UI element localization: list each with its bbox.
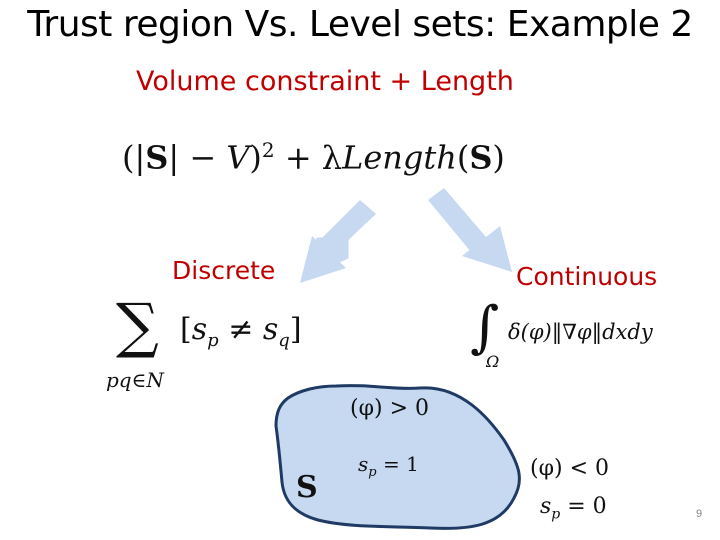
arrow-to-discrete-body	[318, 200, 376, 255]
formula-close: )	[249, 138, 262, 177]
page-number: 9	[696, 508, 703, 520]
inside-value: = 1	[376, 452, 419, 476]
discrete-sum-symbol: ∑	[116, 291, 159, 361]
inside-sp-label: sp = 1	[358, 452, 419, 480]
discrete-s-2: s	[262, 312, 279, 347]
discrete-p: p	[207, 330, 219, 351]
discrete-neq: ≠	[218, 312, 263, 347]
continuous-label: Continuous	[516, 262, 658, 291]
formula-rparen: )	[492, 138, 505, 177]
continuous-integral-symbol: ∫	[470, 295, 500, 360]
continuous-expression: δ(φ)‖∇φ‖dxdy	[508, 320, 653, 344]
discrete-label: Discrete	[172, 256, 276, 285]
inside-p: p	[368, 465, 377, 480]
outside-s: s	[540, 494, 552, 519]
discrete-term: [sp ≠ sq]	[180, 312, 302, 351]
energy-formula: (|S| − V)2 + λLength(S)	[122, 138, 505, 177]
discrete-s: s	[191, 312, 208, 347]
formula-set-s-2: S	[469, 138, 493, 177]
inside-s: s	[358, 452, 369, 476]
outside-sp-label: sp = 0	[540, 494, 607, 522]
slide-subtitle: Volume constraint + Length	[136, 66, 514, 97]
discrete-sum-subscript: pq∈N	[106, 368, 164, 392]
formula-lparen: (	[456, 138, 470, 177]
slide-title: Trust region Vs. Level sets: Example 2	[27, 4, 693, 45]
arrow-to-discrete-head	[300, 236, 346, 283]
inside-phi-label: (φ) > 0	[350, 396, 429, 421]
continuous-omega: Ω	[486, 352, 500, 371]
formula-set-s: S	[145, 138, 169, 177]
formula-square: 2	[261, 138, 275, 162]
formula-volume: V	[226, 138, 250, 177]
formula-open: (|	[122, 138, 146, 177]
outside-phi-label: (φ) < 0	[530, 456, 609, 481]
discrete-bracket-close: ]	[289, 312, 302, 347]
outside-p: p	[551, 506, 561, 523]
discrete-q: q	[278, 330, 290, 351]
arrow-to-continuous-body	[428, 188, 492, 258]
formula-minus: | −	[168, 138, 227, 177]
formula-plus-lambda: + λ	[274, 138, 343, 177]
set-s-label: S	[296, 470, 318, 505]
discrete-bracket-open: [	[180, 312, 192, 347]
arrow-to-continuous-head	[462, 226, 512, 272]
outside-value: = 0	[560, 494, 607, 519]
formula-length: Length	[342, 138, 457, 177]
region-s-shape	[274, 384, 521, 530]
